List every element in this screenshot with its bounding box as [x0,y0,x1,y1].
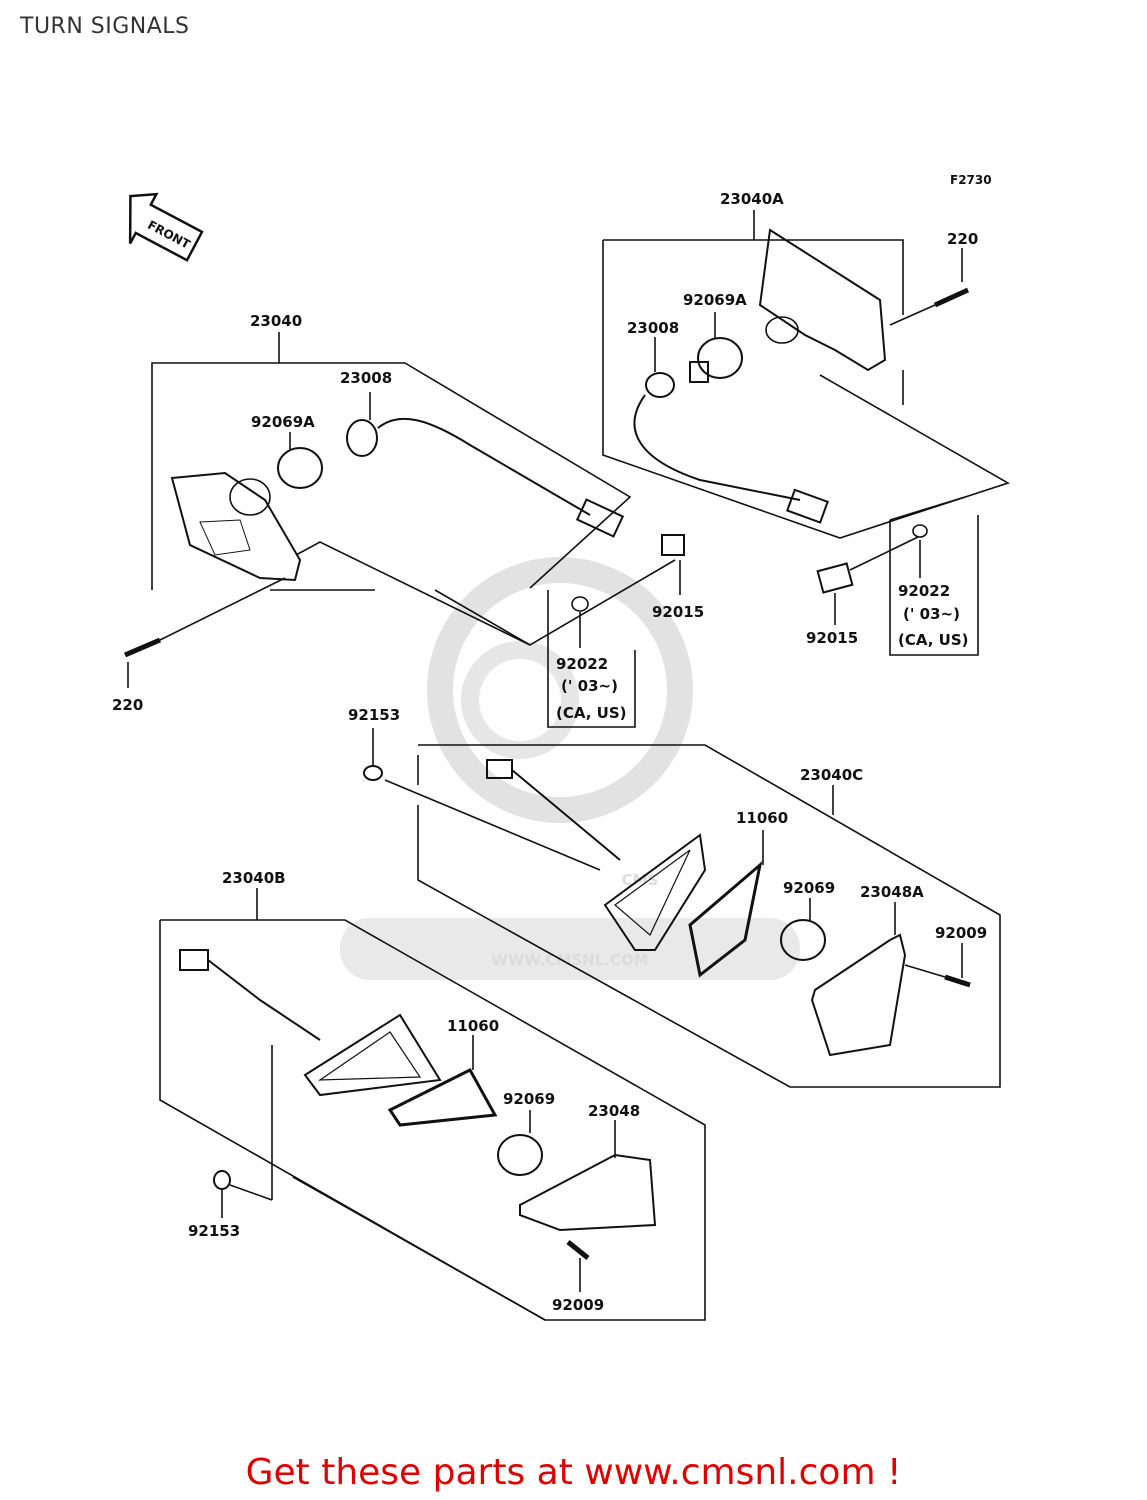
label-92009-bottom: 92009 [552,1296,604,1314]
label-92022-right: 92022 [898,582,950,600]
label-23040A: 23040A [720,190,784,208]
label-92069A-left: 92069A [251,413,315,431]
label-23048A: 23048A [860,883,924,901]
label-23040: 23040 [250,312,302,330]
group-23040 [124,332,685,728]
label-92153-bottom: 92153 [188,1222,240,1240]
label-23008-left: 23008 [340,369,392,387]
label-92153-top: 92153 [348,706,400,724]
label-23008-right: 23008 [627,319,679,337]
label-92022-left-note1: (' 03~) [561,677,618,695]
group-23040A [602,210,1010,539]
watermark: CMS WWW.CMSNL.COM [340,557,800,980]
label-23040C: 23040C [800,766,863,784]
label-23040B: 23040B [222,869,286,887]
watermark-text: WWW.CMSNL.COM [491,951,648,969]
label-92015-right: 92015 [806,629,858,647]
label-92009-right: 92009 [935,924,987,942]
label-92022-left-note2: (CA, US) [556,704,627,722]
footer-link[interactable]: Get these parts at www.cmsnl.com ! [245,1452,902,1493]
label-92069-bottom: 92069 [503,1090,555,1108]
label-92069A-right: 92069A [683,291,747,309]
label-92022-right-note1: (' 03~) [903,605,960,623]
label-220-right: 220 [947,230,978,248]
label-220-left: 220 [112,696,143,714]
figure-code: F2730 [950,173,992,187]
front-arrow-icon: FRONT [128,192,204,262]
label-92022-right-note2: (CA, US) [898,631,969,649]
group-23040B [159,888,706,1321]
label-23048: 23048 [588,1102,640,1120]
group-23040C [363,728,1001,1088]
label-92015-left: 92015 [652,603,704,621]
label-92069-top: 92069 [783,879,835,897]
label-11060-bottom: 11060 [447,1017,499,1035]
label-92022-left: 92022 [556,655,608,673]
group-right-hardware [816,496,979,656]
label-11060-top: 11060 [736,809,788,827]
page-title: TURN SIGNALS [20,14,190,39]
